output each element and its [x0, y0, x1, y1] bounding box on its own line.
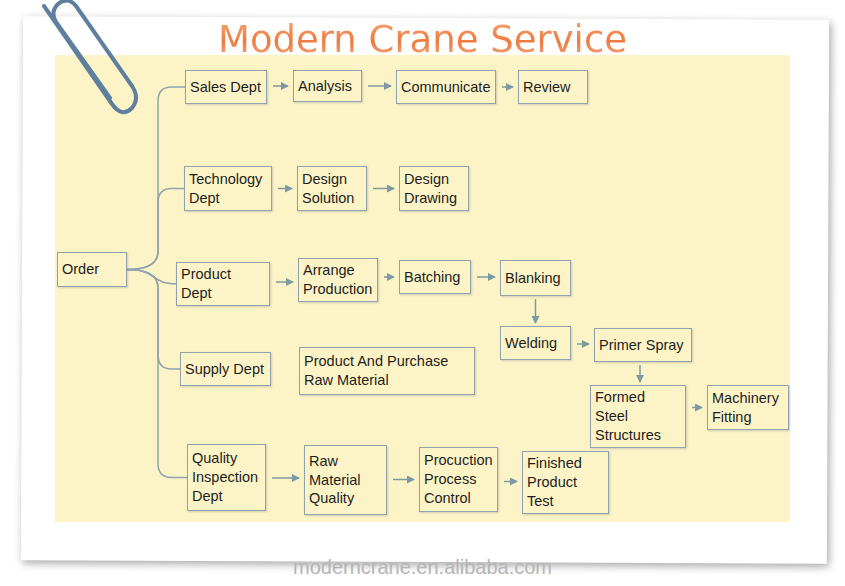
flow-arrow [278, 188, 292, 190]
box-text: Order [62, 260, 99, 279]
flow-arrow [373, 188, 394, 190]
process-box: Primer Spray [594, 328, 692, 362]
process-box: Communicate [396, 70, 496, 104]
flow-arrow [368, 85, 391, 87]
box-text: Blanking [505, 269, 561, 288]
process-box: Formed Steel Structures [590, 385, 686, 448]
flow-arrow [535, 299, 537, 323]
box-text: Analysis [298, 77, 352, 96]
process-box: Product And Purchase Raw Material [299, 347, 475, 395]
process-box: Raw Material Quality [304, 445, 387, 515]
process-box: Welding [500, 326, 571, 360]
process-box: Machinery Fitting [707, 385, 789, 430]
box-text: Sales Dept [190, 78, 261, 97]
branch-line [127, 270, 176, 284]
process-box: Sales Dept [185, 70, 267, 104]
flow-arrow [692, 407, 702, 409]
process-box: Product Dept [176, 262, 270, 306]
box-text: Welding [505, 334, 557, 353]
process-box: Procuction Process Control [419, 447, 498, 512]
process-box: Finished Product Test [522, 451, 609, 514]
box-text: Design Solution [302, 170, 362, 208]
process-box: Analysis [293, 70, 362, 102]
flow-arrow [504, 481, 517, 483]
flow-arrow [577, 343, 589, 345]
process-box: Blanking [500, 260, 571, 296]
box-text: Quality Inspection Dept [192, 449, 261, 506]
flow-arrow [477, 276, 495, 278]
flow-arrow [393, 479, 414, 481]
box-text: Batching [404, 268, 460, 287]
box-text: Product And Purchase Raw Material [304, 352, 470, 390]
flow-arrow [276, 281, 293, 283]
process-box: Review [518, 70, 588, 104]
box-text: Procuction Process Control [424, 451, 493, 508]
watermark: moderncrane.en.alibaba.com [0, 556, 845, 579]
flow-arrow [502, 86, 513, 88]
process-box: Design Drawing [399, 166, 469, 211]
process-box: Quality Inspection Dept [187, 444, 266, 511]
flow-arrow [384, 276, 394, 278]
box-text: Raw Material Quality [309, 452, 382, 509]
process-box: Supply Dept [180, 352, 271, 386]
branch-line [127, 87, 185, 270]
box-text: Review [523, 78, 571, 97]
box-text: Primer Spray [599, 336, 684, 355]
flow-arrow [639, 365, 641, 382]
diagram-title: Modern Crane Service [0, 18, 845, 61]
box-text: Communicate [401, 78, 490, 97]
box-text: Technology Dept [189, 170, 267, 208]
box-text: Finished Product Test [527, 454, 604, 511]
box-text: Product Dept [181, 265, 265, 303]
branch-line [127, 270, 180, 370]
box-text: Machinery Fitting [712, 389, 784, 427]
box-text: Design Drawing [404, 170, 464, 208]
process-box: Design Solution [297, 166, 367, 211]
process-box: Technology Dept [184, 166, 272, 211]
box-text: Arrange Production [303, 261, 373, 299]
process-box: Order [57, 252, 127, 287]
branch-line [127, 189, 184, 270]
flow-arrow [272, 477, 299, 479]
box-text: Supply Dept [185, 360, 264, 379]
process-box: Arrange Production [298, 258, 378, 302]
flow-arrow [273, 85, 288, 87]
process-box: Batching [399, 260, 471, 294]
box-text: Formed Steel Structures [595, 388, 681, 445]
